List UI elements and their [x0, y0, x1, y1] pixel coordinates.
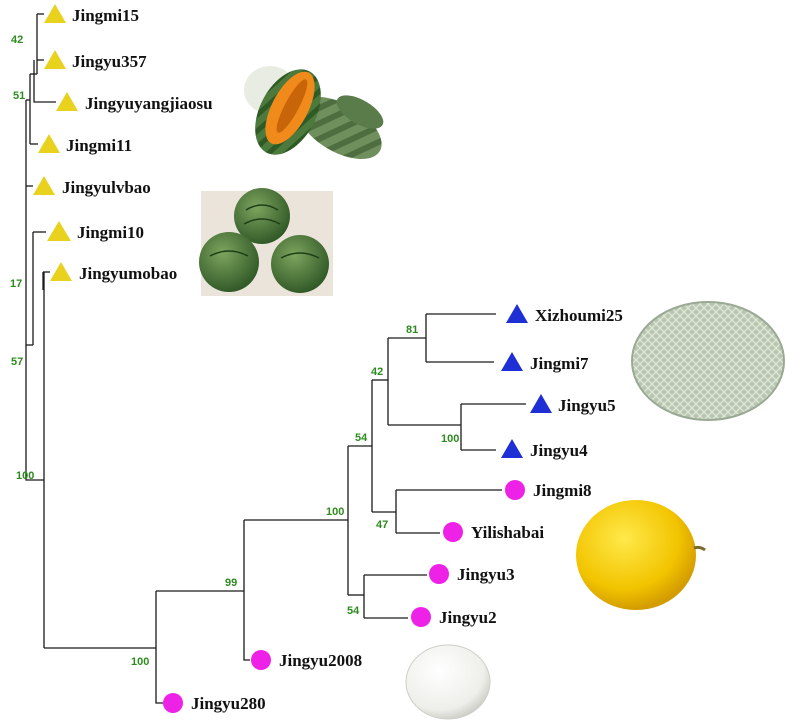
white-melon-photo — [405, 644, 491, 720]
bootstrap-value: 17 — [10, 278, 22, 290]
branch-jingyu280 — [155, 591, 163, 704]
yellow-melon-photo — [576, 500, 706, 610]
bootstrap-value: 47 — [376, 519, 388, 531]
taxon-label-jingyu4: Jingyu4 — [530, 441, 588, 460]
circle-marker-jingyu280 — [163, 693, 183, 713]
bootstrap-value: 42 — [11, 34, 23, 46]
taxon-label-xizhoumi25: Xizhoumi25 — [535, 306, 623, 325]
taxon-label-jingmi15: Jingmi15 — [72, 6, 139, 25]
triangle-marker-jingyu5 — [530, 394, 552, 413]
triangle-marker-jingmi10 — [47, 221, 71, 241]
striped-green-melon-photo — [244, 66, 384, 159]
triangle-marker-jingyulvbao — [33, 176, 55, 195]
taxon-label-jingyu2008: Jingyu2008 — [279, 651, 362, 670]
triangle-marker-xizhoumi25 — [506, 304, 528, 323]
bootstrap-value: 100 — [131, 656, 149, 668]
circle-marker-jingyu2008 — [251, 650, 271, 670]
circle-marker-jingyu2 — [411, 607, 431, 627]
taxon-label-jingyu3: Jingyu3 — [457, 565, 515, 584]
triangle-marker-jingyumobao — [50, 262, 72, 281]
bootstrap-value: 81 — [406, 324, 418, 336]
bootstrap-value: 42 — [371, 366, 383, 378]
taxon-label-jingyumobao: Jingyumobao — [79, 264, 177, 283]
taxon-label-jingyu2: Jingyu2 — [439, 608, 497, 627]
taxon-label-jingmi11: Jingmi11 — [66, 136, 132, 155]
bootstrap-value: 54 — [347, 605, 360, 617]
tip-markers — [33, 4, 552, 713]
taxon-label-jingmi7: Jingmi7 — [530, 354, 589, 373]
tree-branches — [25, 13, 526, 704]
bootstrap-value: 100 — [441, 433, 459, 445]
circle-marker-jingmi8 — [505, 480, 525, 500]
bootstrap-value: 99 — [225, 577, 237, 589]
round-green-melon-photo — [199, 188, 333, 296]
taxon-label-jingyulvbao: Jingyulvbao — [62, 178, 151, 197]
circle-marker-jingyu3 — [429, 564, 449, 584]
triangle-marker-jingyu357 — [44, 50, 66, 69]
bootstrap-value: 100 — [326, 506, 344, 518]
circle-marker-yilishabai — [443, 522, 463, 542]
bootstrap-value: 51 — [13, 90, 25, 102]
taxon-label-jingyuyangjiaosu: Jingyuyangjiaosu — [85, 94, 213, 113]
bootstrap-value: 57 — [11, 356, 23, 368]
branch-yellow-clade — [25, 345, 44, 481]
taxon-label-jingyu5: Jingyu5 — [558, 396, 616, 415]
triangle-marker-jingmi7 — [501, 352, 523, 371]
taxon-label-jingmi8: Jingmi8 — [533, 481, 592, 500]
branch-jingyu2008 — [243, 520, 250, 661]
taxon-labels: Jingmi15 Jingyu357 Jingyuyangjiaosu Jing… — [62, 6, 623, 713]
bootstrap-value: 100 — [16, 470, 34, 482]
cantaloupe-photo — [631, 301, 785, 421]
triangle-marker-jingmi15 — [44, 4, 66, 23]
taxon-label-jingmi10: Jingmi10 — [77, 223, 144, 242]
triangle-marker-jingyu4 — [501, 439, 523, 458]
bootstrap-value: 54 — [355, 432, 368, 444]
triangle-marker-jingyuyangjiaosu — [56, 92, 78, 111]
taxon-label-jingyu280: Jingyu280 — [191, 694, 266, 713]
taxon-label-yilishabai: Yilishabai — [471, 523, 544, 542]
bootstrap-values: 42 51 17 57 100 81 42 100 54 100 47 54 9… — [10, 34, 459, 668]
triangle-marker-jingmi11 — [38, 134, 60, 153]
taxon-label-jingyu357: Jingyu357 — [72, 52, 147, 71]
